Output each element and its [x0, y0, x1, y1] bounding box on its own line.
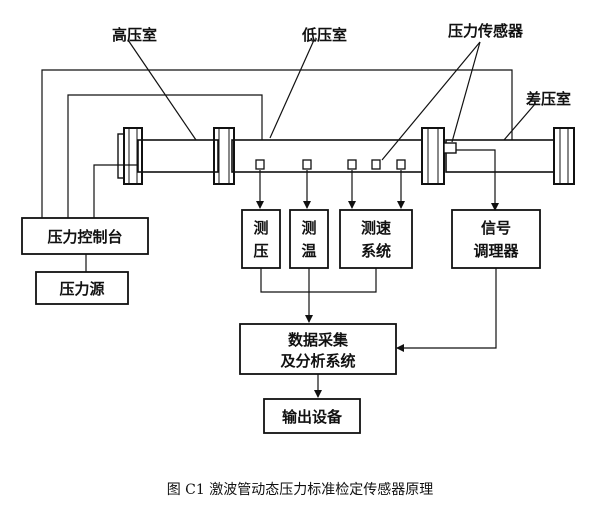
sensor-arrows — [256, 149, 499, 211]
leader-sensor-1 — [381, 41, 481, 161]
sensor-port — [396, 159, 406, 170]
shock-tube — [117, 127, 575, 185]
output-device-box — [263, 398, 361, 434]
speed-system-line-1: 测速 — [361, 219, 391, 237]
sensor-mount — [443, 142, 457, 154]
flange-right — [421, 127, 445, 185]
label-low-pressure-chamber: 低压室 — [301, 26, 347, 44]
daq-system-box — [239, 323, 397, 375]
pressure-console-box — [21, 217, 149, 255]
daq-system-line-2: 及分析系统 — [280, 352, 355, 370]
leader-lines — [127, 39, 536, 161]
leader-low-pressure — [269, 39, 315, 139]
sensor-port — [255, 159, 265, 170]
leader-high-pressure — [127, 39, 197, 141]
measure-temperature-line-2: 温 — [301, 242, 316, 260]
label-pressure-sensor: 压力传感器 — [448, 22, 524, 40]
pressure-console-label: 压力控制台 — [47, 228, 122, 246]
merge-lines — [260, 268, 497, 398]
measure-pressure-line-1: 测 — [253, 219, 268, 237]
sensor-port — [371, 159, 381, 170]
figure-caption: 图 C1 激波管动态压力标准检定传感器原理 — [167, 481, 434, 498]
measure-pressure-line-2: 压 — [253, 242, 268, 260]
flange-left — [123, 127, 143, 185]
label-high-pressure-chamber: 高压室 — [112, 26, 157, 44]
gas-lines — [41, 69, 513, 218]
output-device-label: 输出设备 — [282, 408, 343, 426]
high-pressure-section — [137, 139, 219, 173]
flange-end — [553, 127, 575, 185]
leader-diff-pressure — [503, 103, 536, 141]
speed-system-line-2: 系统 — [361, 242, 391, 260]
label-diff-pressure-chamber: 差压室 — [526, 90, 571, 108]
signal-conditioner-line-1: 信号 — [481, 219, 511, 237]
measure-temperature-line-1: 测 — [301, 219, 316, 237]
pressure-source-box — [35, 271, 129, 305]
signal-conditioner-line-2: 调理器 — [473, 242, 519, 260]
sensor-port — [302, 159, 312, 170]
flange-middle — [213, 127, 235, 185]
pressure-source-label: 压力源 — [59, 280, 104, 298]
daq-system-line-1: 数据采集 — [288, 331, 349, 349]
leader-sensor-2 — [451, 41, 481, 143]
sensor-port — [347, 159, 357, 170]
diff-pressure-section — [445, 139, 555, 173]
